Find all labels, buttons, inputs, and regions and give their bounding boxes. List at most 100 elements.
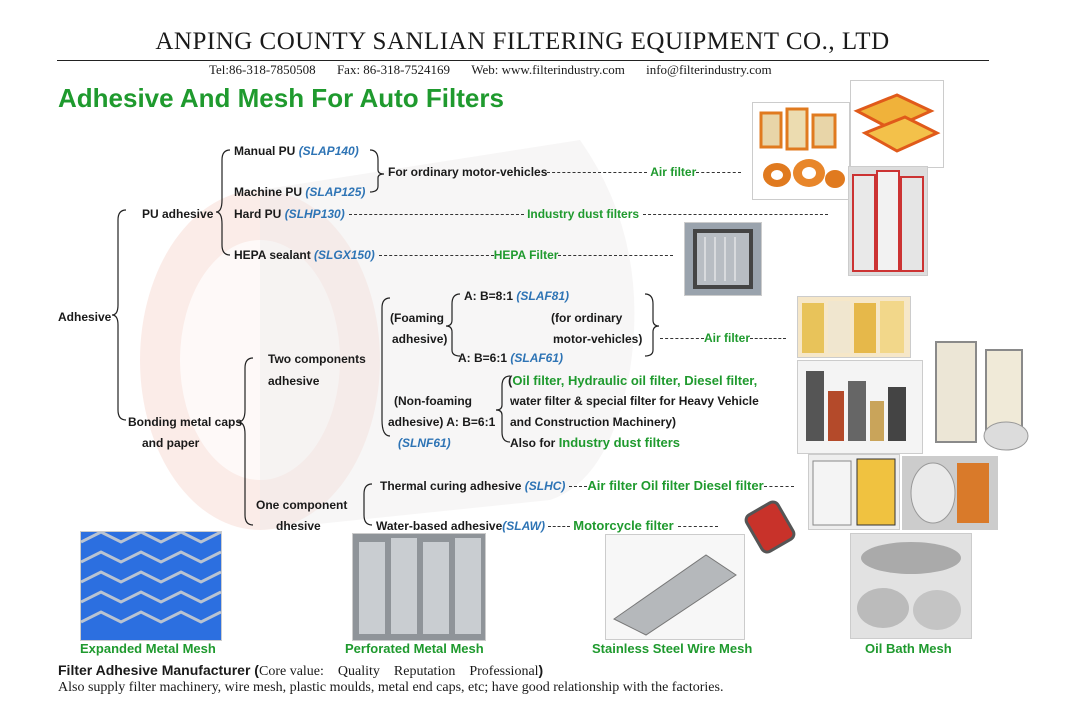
perforated-metal-mesh-photo [352, 533, 486, 641]
ordinary-vehicles-row: For ordinary motor-vehicles Air filter [388, 165, 742, 179]
dash-line [348, 214, 524, 216]
also-for-text: Also for [510, 436, 556, 450]
mesh-caption-stainless: Stainless Steel Wire Mesh [592, 641, 753, 656]
also-for-row: Also for Industry dust filters [510, 435, 680, 450]
ratio-61-text: A: B=6:1 [458, 351, 508, 365]
company-name: ANPING COUNTY SANLIAN FILTERING EQUIPMEN… [155, 28, 890, 55]
dash-line [750, 338, 787, 340]
foaming-label-1: (Foaming [390, 311, 444, 325]
hepa-filter-photo [684, 222, 762, 296]
foaming-label-2: adhesive) [392, 332, 448, 346]
pu-adhesive-label: PU adhesive [142, 207, 214, 221]
oil-filter-line-1: (Oil filter, Hydraulic oil filter, Diese… [508, 373, 758, 388]
one-component-label-1: One component [256, 498, 348, 512]
non-foaming-label-2: adhesive) A: B=6:1 [388, 415, 496, 429]
ratio-61-code: (SLAF61) [510, 351, 564, 365]
oil-filter-line-3: and Construction Machinery) [510, 415, 677, 429]
mesh-caption-oil-bath: Oil Bath Mesh [865, 641, 952, 656]
manual-pu-code: (SLAP140) [298, 144, 359, 158]
dash-line [547, 526, 570, 528]
hepa-filter-text: HEPA Filter [493, 248, 559, 262]
email-text: info@filterindustry.com [646, 62, 772, 77]
oil-filter-line-2: water filter & special filter for Heavy … [510, 394, 759, 408]
thermal-filters-text: Air filter Oil filter Diesel filter [587, 478, 764, 493]
air-filter-round-photo [752, 102, 850, 200]
manual-pu-label: Manual PU (SLAP140) [234, 144, 359, 158]
non-foaming-label-1: (Non-foaming [394, 394, 472, 408]
oil-filter-group-photo [797, 360, 923, 454]
ratio-81-text: A: B=8:1 [464, 289, 514, 303]
round-filter-icon [759, 107, 845, 188]
dash-line [660, 338, 704, 340]
footer-close: ) [538, 662, 544, 678]
contact-line: Tel:86-318-7850508 Fax: 86-318-7524169 W… [209, 62, 772, 78]
hard-pu-text: Hard PU [234, 207, 282, 221]
dash-line [378, 255, 494, 257]
hepa-text: HEPA sealant [234, 248, 311, 262]
web-text: Web: www.filterindustry.com [471, 62, 625, 77]
air-filter-row-2: Air filter [660, 331, 787, 345]
hepa-code: (SLGX150) [314, 248, 375, 262]
machine-pu-text: Machine PU [234, 185, 303, 199]
industry-dust-text-2: Industry dust filters [558, 435, 681, 450]
machine-pu-code: (SLAP125) [305, 185, 366, 199]
oil-filter-line-1-text: Oil filter, Hydraulic oil filter, Diesel… [512, 373, 758, 388]
diesel-filter-photo [902, 456, 998, 530]
page-title: Adhesive And Mesh For Auto Filters [58, 83, 504, 113]
mesh-caption-perforated: Perforated Metal Mesh [345, 641, 484, 656]
thermal-text: Thermal curing adhesive [380, 479, 522, 493]
manual-pu-text: Manual PU [234, 144, 296, 158]
air-filter-cylinders-photo [797, 296, 911, 358]
dust-cartridge-photo [848, 166, 928, 276]
adhesive-label: Adhesive [58, 310, 112, 324]
dash-line [569, 486, 588, 488]
dash-line [643, 214, 829, 216]
header-rule [57, 60, 989, 61]
dash-line [558, 255, 674, 257]
hard-pu-row: Hard PU (SLHP130) Industry dust filters [234, 207, 829, 221]
stainless-wire-mesh-photo [605, 534, 745, 640]
ratio-81-label: A: B=8:1 (SLAF81) [464, 289, 569, 303]
for-ordinary-label-1: (for ordinary [551, 311, 623, 325]
machine-pu-label: Machine PU (SLAP125) [234, 185, 365, 199]
panel-air-filter-photo [850, 80, 944, 168]
ratio-81-code: (SLAF81) [516, 289, 570, 303]
fax-text: Fax: 86-318-7524169 [336, 62, 450, 77]
footer-line-1: Filter Adhesive Manufacturer (Core value… [58, 662, 543, 680]
two-components-label-1: Two components [268, 352, 366, 366]
motorcycle-filter-photo [738, 496, 802, 558]
dash-line [696, 172, 742, 174]
hepa-row: HEPA sealant (SLGX150) HEPA Filter [234, 248, 674, 262]
ratio-61-label: A: B=6:1 (SLAF61) [458, 351, 563, 365]
footer-core-values: Core value: Quality Reputation Professio… [258, 664, 539, 679]
industry-dust-text: Industry dust filters [527, 207, 640, 221]
background-filter-image [140, 140, 635, 530]
oil-filter-elements-photo [808, 454, 900, 530]
non-foaming-code: (SLNF61) [398, 436, 451, 450]
oil-bath-mesh-photo [850, 533, 972, 639]
water-based-row: Water-based adhesive(SLAW) Motorcycle fi… [376, 518, 718, 533]
bonding-label-1: Bonding metal caps [128, 415, 243, 429]
motorcycle-text: Motorcycle filter [573, 518, 674, 533]
thermal-row: Thermal curing adhesive (SLHC) Air filter… [380, 478, 794, 493]
dash-line [547, 172, 648, 174]
air-filter-text-2: Air filter [704, 331, 751, 345]
for-ordinary-label-2: motor-vehicles) [553, 332, 643, 346]
one-component-label-2: dhesive [276, 519, 321, 533]
dash-line [677, 526, 718, 528]
expanded-metal-mesh-photo [80, 531, 222, 641]
bonding-label-2: and paper [142, 436, 200, 450]
footer-line-2: Also supply filter machinery, wire mesh,… [58, 680, 724, 695]
mesh-caption-expanded: Expanded Metal Mesh [80, 641, 216, 656]
dash-line [763, 486, 794, 488]
water-based-code: (SLAW) [502, 519, 545, 533]
tel-text: Tel:86-318-7850508 [209, 62, 316, 77]
air-filter-text: Air filter [650, 165, 697, 179]
thermal-code: (SLHC) [524, 479, 566, 493]
ordinary-vehicles-text: For ordinary motor-vehicles [388, 165, 548, 179]
two-components-label-2: adhesive [268, 374, 320, 388]
water-based-text: Water-based adhesive [376, 519, 503, 533]
hard-pu-code: (SLHP130) [284, 207, 345, 221]
footer-lead: Filter Adhesive Manufacturer ( [58, 662, 259, 678]
